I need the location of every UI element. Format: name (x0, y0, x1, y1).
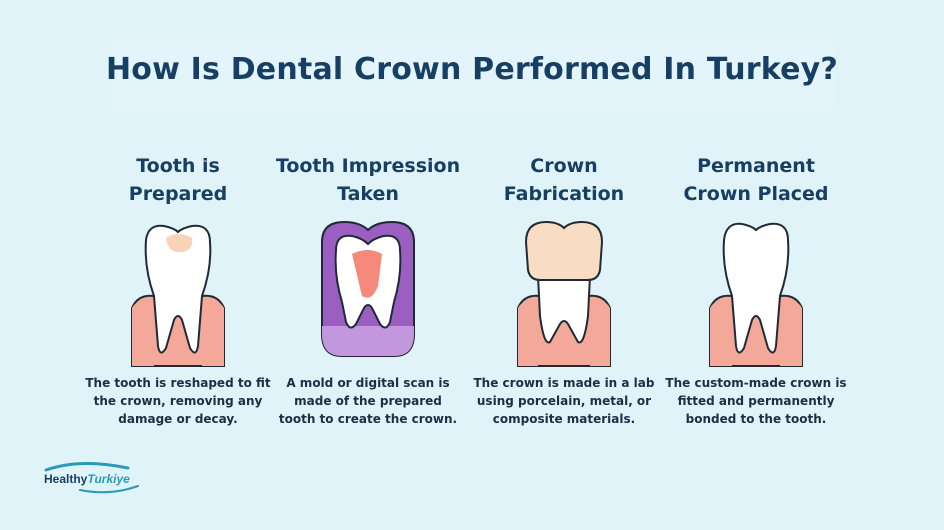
step-description: The custom-made crown is fitted and perm… (665, 376, 847, 426)
step-title: Crown Fabrication (503, 155, 625, 205)
healthy-turkiye-logo: HealthyTurkiye (40, 460, 150, 496)
step-placed: Permanent Crown Placed The custom-made c… (658, 152, 854, 442)
logo-word-turkiye: Turkiye (87, 472, 130, 486)
step-description: The tooth is reshaped to fit the crown, … (85, 376, 271, 426)
step-title: Permanent Crown Placed (683, 155, 829, 205)
step-description: A mold or digital scan is made of the pr… (278, 376, 458, 426)
crown-on-tooth-icon (517, 220, 611, 367)
logo-swoosh-icon (44, 462, 139, 494)
step-title: Tooth Impression Taken (275, 155, 461, 205)
prepared-tooth-icon (131, 224, 225, 367)
step-prepared: Tooth is Prepared The tooth is reshaped … (80, 152, 276, 442)
page-title: How Is Dental Crown Performed In Turkey? (105, 52, 839, 87)
step-description: The crown is made in a lab using porcela… (473, 376, 655, 426)
impression-mold-icon (321, 220, 415, 357)
logo-word-healthy: Healthy (44, 472, 88, 486)
step-title: Tooth is Prepared (128, 155, 228, 205)
finished-tooth-icon (709, 222, 803, 367)
title-band (112, 40, 834, 112)
logo-text: HealthyTurkiye (44, 472, 130, 486)
step-fabrication: Crown Fabrication The crown is made in a… (466, 152, 662, 442)
step-impression: Tooth Impression Taken A mold or digital… (270, 152, 466, 442)
